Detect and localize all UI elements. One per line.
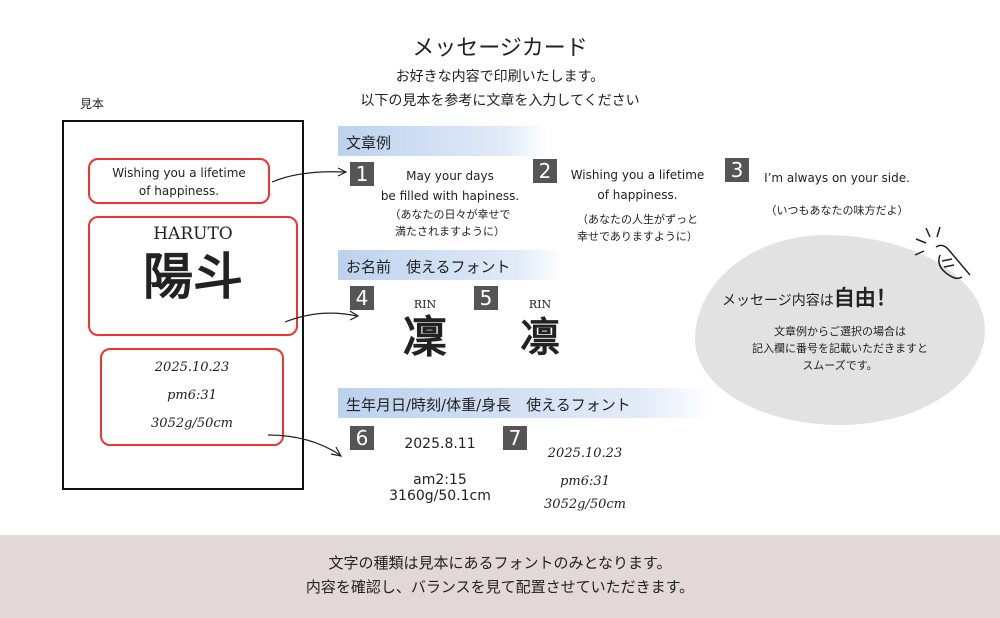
example-3: I’m always on your side. （いつもあなたの味方だよ） — [752, 168, 922, 219]
arrow-icon — [271, 171, 346, 183]
sample-card: Wishing you a lifetime of happiness. HAR… — [62, 120, 304, 490]
font-sample-kanji: 凜 — [403, 312, 447, 363]
footer-line: 文字の種類は見本にあるフォントのみとなります。 — [328, 554, 672, 572]
section-names: お名前 使えるフォント — [338, 250, 563, 280]
example-en: I’m always on your side. — [764, 171, 910, 185]
sample-name-en: HARUTO — [153, 224, 233, 244]
example-1: May your days be filled with hapiness. （… — [365, 166, 535, 240]
example-en: be filled with hapiness. — [380, 189, 520, 203]
note-body: 文章例からご選択の場合は 記入欄に番号を記載いただきますと スムーズです。 — [720, 323, 960, 374]
note-title-text: メッセージ内容は — [722, 293, 834, 309]
font-number: 5 — [474, 286, 498, 310]
font-number: 6 — [350, 426, 374, 450]
sample-name-kanji: 陽斗 — [143, 247, 243, 306]
sample-message-line: of happiness. — [138, 184, 220, 198]
footer-notice: 文字の種類は見本にあるフォントのみとなります。 内容を確認し、バランスを見て配置… — [0, 535, 1000, 618]
subtitle-2: 以下の見本を参考に文章を入力してください — [360, 93, 640, 109]
sample-time: pm6:31 — [167, 388, 217, 403]
example-jp: （いつもあなたの味方だよ） — [765, 204, 909, 217]
font-sample-en: RIN — [413, 298, 437, 311]
example-number: 2 — [533, 159, 557, 183]
sample-date: 2025.10.23 — [154, 360, 230, 375]
pointing-hand-icon — [914, 226, 971, 280]
note-bubble — [695, 235, 985, 425]
example-jp: 幸せでありますように） — [577, 230, 698, 243]
note-line: 文章例からご選択の場合は — [774, 325, 906, 338]
example-number: 3 — [725, 158, 749, 182]
font-sample-weight: 3160g/50.1cm — [389, 488, 491, 504]
page-title: メッセージカード — [412, 36, 588, 61]
sample-weight: 3052g/50cm — [151, 416, 233, 431]
sample-message-line: Wishing you a lifetime — [112, 166, 246, 180]
font-sample-en: RIN — [528, 298, 552, 311]
name-font-5: RIN 凛 — [510, 298, 570, 365]
font-number: 4 — [350, 286, 374, 310]
name-font-4: RIN 凜 — [395, 298, 455, 365]
footer-line: 内容を確認し、バランスを見て配置させていただきます。 — [305, 578, 695, 596]
arrow-icon — [284, 312, 358, 323]
font-sample-kanji: 凛 — [520, 315, 560, 361]
font-sample-time: am2:15 — [413, 472, 467, 488]
font-sample-weight: 3052g/50cm — [544, 497, 626, 512]
subtitle-1: お好きな内容で印刷いたします。 — [395, 69, 605, 85]
birth-font-6: 2025.8.11 am2:15 3160g/50.1cm — [380, 436, 500, 504]
font-sample-time: pm6:31 — [560, 474, 610, 489]
sample-message-box: Wishing you a lifetime of happiness. — [88, 158, 270, 204]
sample-label: 見本 — [80, 97, 105, 111]
sample-birth-box: 2025.10.23 pm6:31 3052g/50cm — [100, 348, 284, 446]
note-line: 記入欄に番号を記載いただきますと — [752, 342, 928, 355]
example-jp: 満たされますように） — [395, 225, 505, 238]
example-en: of happiness. — [597, 188, 678, 202]
font-sample-date: 2025.10.23 — [547, 446, 623, 461]
example-number: 1 — [350, 162, 374, 186]
arrow-icon — [267, 434, 341, 456]
example-jp: （あなたの人生がずっと — [577, 213, 698, 226]
example-jp: （あなたの日々が幸せで — [389, 208, 511, 221]
section-messages: 文章例 — [338, 126, 548, 156]
note-title-emphasis: 自由！ — [833, 286, 897, 310]
example-2: Wishing you a lifetime of happiness. （あな… — [555, 165, 720, 245]
font-number: 7 — [503, 426, 527, 450]
birth-font-7: 2025.10.23 pm6:31 3052g/50cm — [530, 440, 640, 514]
font-sample-date: 2025.8.11 — [404, 436, 476, 452]
example-en: Wishing you a lifetime — [570, 168, 705, 182]
note-line: スムーズです。 — [802, 359, 878, 372]
example-en: May your days — [406, 169, 494, 183]
sample-name-box: HARUTO 陽斗 — [88, 216, 298, 336]
note-title: メッセージ内容は自由！ — [722, 282, 897, 312]
section-birth: 生年月日/時刻/体重/身長 使えるフォント — [338, 388, 713, 418]
